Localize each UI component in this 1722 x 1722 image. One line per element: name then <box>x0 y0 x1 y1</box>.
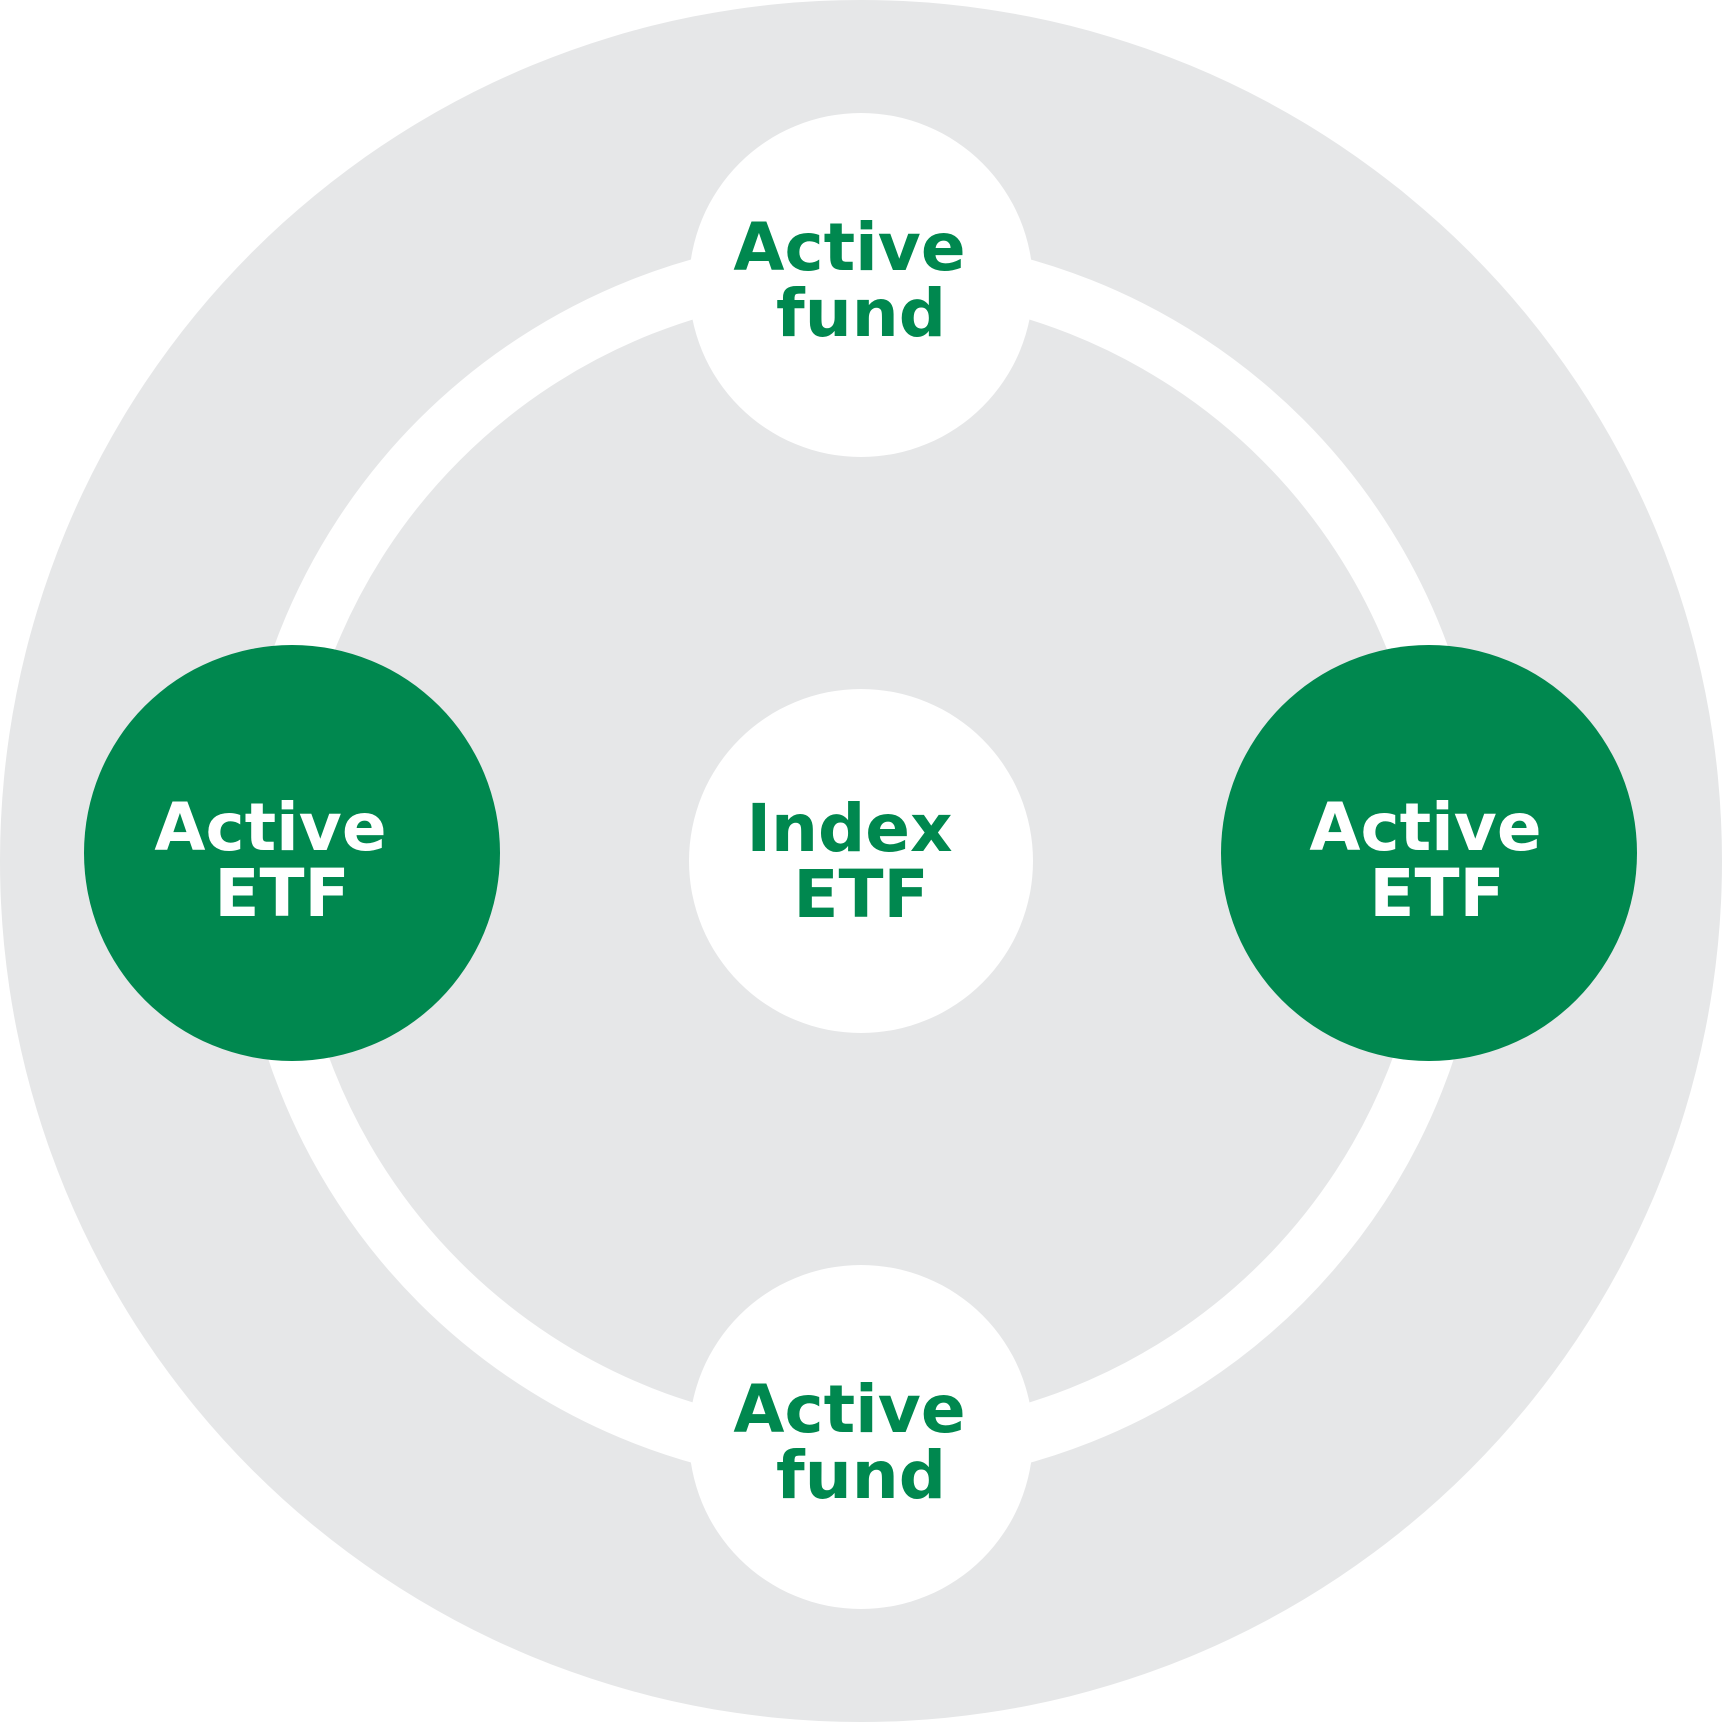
node-right-active-etf: Active ETF <box>1221 645 1637 1061</box>
node-center-line1: Index <box>746 790 952 867</box>
node-left-label: Active ETF <box>154 789 409 932</box>
node-right-label: Active ETF <box>1309 789 1564 932</box>
node-right-circle <box>1221 645 1637 1061</box>
node-top-line2: fund <box>776 275 946 352</box>
node-right-line2: ETF <box>1369 855 1504 932</box>
node-center-label: Index ETF <box>746 790 975 933</box>
node-top-line1: Active <box>733 209 965 286</box>
node-left-circle <box>84 645 500 1061</box>
node-center-circle <box>689 689 1033 1033</box>
node-top-circle <box>689 113 1033 457</box>
node-top-active-fund: Active fund <box>689 113 1033 457</box>
node-bottom-line1: Active <box>733 1371 965 1448</box>
node-left-line2: ETF <box>214 855 349 932</box>
node-left-active-etf: Active ETF <box>84 645 500 1061</box>
node-bottom-circle <box>689 1265 1033 1609</box>
node-top-label: Active fund <box>733 209 988 352</box>
node-bottom-active-fund: Active fund <box>689 1265 1033 1609</box>
node-right-line1: Active <box>1309 789 1541 866</box>
node-center-index-etf: Index ETF <box>689 689 1033 1033</box>
node-center-line2: ETF <box>793 856 928 933</box>
node-left-line1: Active <box>154 789 386 866</box>
node-bottom-label: Active fund <box>733 1371 988 1514</box>
node-bottom-line2: fund <box>776 1437 946 1514</box>
